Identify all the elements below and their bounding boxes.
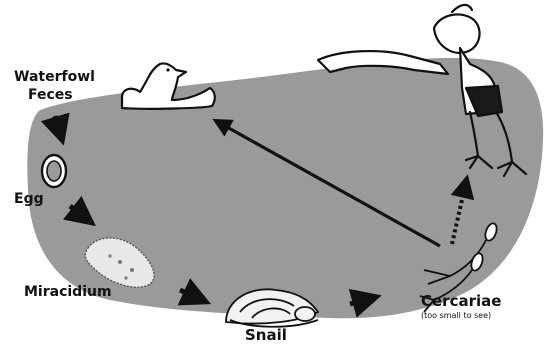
arrow-cercariae-to-swimmer [450,174,475,245]
arrow-egg-to-miracidium [63,195,96,227]
label-snail: Snail [245,326,287,344]
arrow-feces-to-egg [40,112,70,146]
arrow-snail-to-cercariae [348,288,382,318]
label-egg: Egg [14,191,44,207]
label-feces: Feces [28,87,73,103]
duck-icon [120,62,216,110]
label-waterfowl: Waterfowl [14,69,95,85]
label-cercariae-note: (too small to see) [421,311,492,320]
label-miracidium: Miracidium [24,284,112,300]
swimmer-icon [316,3,528,178]
background-blob [27,57,544,319]
egg-icon [40,153,68,189]
arrow-miracidium-to-snail [177,278,212,306]
snail-icon [225,288,320,328]
label-cercariae: Cercariae [421,292,502,310]
cercaria-icon [419,222,498,313]
arrow-cercariae-to-waterfowl [212,118,441,248]
lifecycle-arrows [40,112,475,318]
miracidium-icon [84,237,155,288]
